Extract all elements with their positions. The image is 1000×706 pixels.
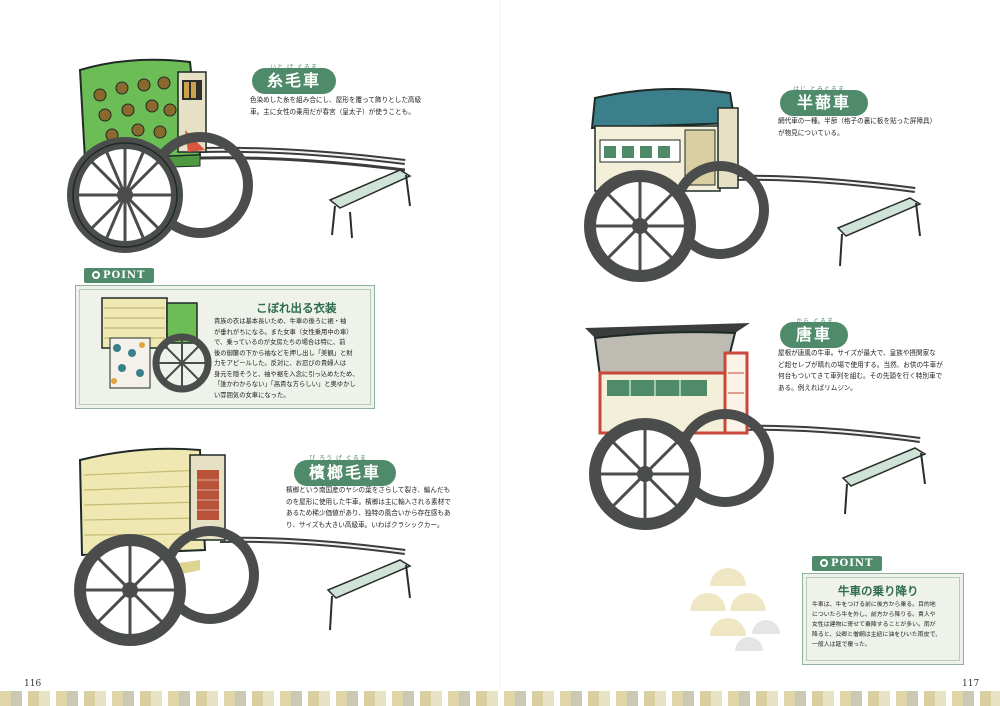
karaguruma-carriage-illustration [585, 323, 927, 530]
desc-line: 網代車の一種。半蔀（格子の裏に板を貼った屏障具） [778, 117, 937, 125]
karaguruma-ruby: から ぐるま [783, 316, 847, 325]
desc-line: あるため稀少価値があり、独特の風合いから存在感もあ [286, 509, 451, 517]
point-body-1: 貴族の衣は基本長いため、牛車の後ろに裾・袖 が垂れがちになる。また女車（女性乗用… [214, 317, 369, 401]
birouge-description: 檳榔という南国産のヤシの葉をさらして裂き、編んだも のを屋形に使用した牛車。檳榔… [286, 485, 486, 531]
karaguruma-description: 屋根が唐風の牛車。サイズが最大で、皇族や摂関家な ど超セレブが晴れの場で使用する… [778, 348, 983, 394]
hajitomi-description: 網代車の一種。半蔀（格子の裏に板を貼った屏障具） が物見についている。 [778, 116, 978, 139]
wave-pattern-decoration [690, 568, 780, 651]
body-line: についたら牛を外し、前方から降りる。貴人や [812, 612, 936, 618]
desc-line: 車。主に女性の乗用だが春宮（皇太子）が使うことも。 [250, 107, 415, 116]
body-line: 一般人は筵で覆った。 [812, 642, 871, 648]
flower-icon [92, 271, 100, 279]
birouge-carriage-illustration [74, 447, 412, 646]
desc-line: ある。例えればリムジン。 [778, 383, 857, 392]
body-line: 後の御簾の下から袖などを押し出し「美観」と財 [214, 349, 353, 357]
itoge-ruby: いと げ ぐるま [258, 62, 330, 71]
body-line: い雰囲気の女車になった。 [214, 391, 290, 399]
body-line: 降ると、公卿と僧綱は主紐に油をひいた雨皮で、 [812, 632, 942, 638]
flower-icon [820, 559, 828, 567]
itoge-title: 糸毛車 [252, 68, 336, 94]
desc-line: のを屋形に使用した牛車。檳榔は主に輸入される素材で [286, 497, 451, 506]
desc-line: 檳榔という南国産のヤシの葉をさらして裂き、編んだも [286, 486, 451, 494]
page-gutter [499, 0, 501, 706]
body-line: 女性は建物に寄せて乗降することが多い。雨が [812, 622, 936, 628]
hajitomi-carriage-illustration [584, 88, 922, 282]
birouge-title: 檳榔毛車 [294, 460, 396, 486]
point-box-2 [802, 573, 964, 665]
page-number-left: 116 [24, 679, 42, 689]
body-line: で、乗っているのが女房たちの場合は特に、前 [214, 339, 346, 346]
right-page: はじ とみぐるま 半蔀車 網代車の一種。半蔀（格子の裏に板を貼った屏障具） が物… [500, 0, 1000, 706]
costume-spill-illustration [101, 297, 212, 393]
point-title-1: こぼれ出る衣装 [256, 301, 337, 315]
point-tag-label: POINT [831, 558, 874, 569]
birouge-ruby: び ろう げ ぐるま [309, 455, 367, 462]
karaguruma-title: 唐車 [780, 322, 848, 348]
body-line: 身元を隠そうと、袖や裾を入念に引っ込めたため、 [214, 370, 359, 378]
body-line: 「誰かわからない」「高貴な方らしい」と奥ゆかし [214, 381, 356, 388]
left-page: いと げ ぐるま 糸毛車 色染めした糸を組み合にし、屋形を覆って飾りとした高級 … [24, 58, 486, 689]
point-tag-1: POINT [84, 268, 154, 283]
body-line: が垂れがちになる。また女車（女性乗用中の車） [214, 328, 353, 336]
point-tag-label: POINT [103, 270, 146, 281]
itoge-description: 色染めした糸を組み合にし、屋形を覆って飾りとした高級 車。主に女性の乗用だが春宮… [250, 95, 430, 118]
bottom-pattern-strip [0, 691, 1000, 706]
itoge-carriage-illustration [67, 58, 412, 253]
desc-line: 色染めした糸を組み合にし、屋形を覆って飾りとした高級 [250, 96, 422, 104]
page-number-right: 117 [962, 679, 980, 689]
body-line: 牛車は、牛をつける前に後方から乗る。目的地 [812, 602, 936, 608]
point-title-2: 牛車の乗り降り [838, 584, 919, 598]
desc-line: 何台もついてきて車列を組む。その先頭を行く特別車で [778, 372, 943, 380]
desc-line: が物見についている。 [778, 128, 844, 137]
point-body-2: 牛車は、牛をつける前に後方から乗る。目的地 についたら牛を外し、前方から降りる。… [812, 600, 960, 650]
desc-line: ど超セレブが晴れの場で使用する。当然、お供の牛車が [778, 360, 943, 369]
desc-line: り、サイズも大きい高級車。いわばクラシックカー。 [286, 520, 444, 529]
hajitomi-ruby: はじ とみぐるま [783, 84, 855, 93]
body-line: 貴族の衣は基本長いため、牛車の後ろに裾・袖 [214, 318, 347, 325]
hajitomi-title: 半蔀車 [780, 90, 868, 116]
desc-line: 屋根が唐風の牛車。サイズが最大で、皇族や摂関家な [778, 349, 936, 357]
point-tag-2: POINT [812, 556, 882, 571]
body-line: 力をアピールした。反対に、お忍びの貴婦人は [214, 360, 347, 367]
